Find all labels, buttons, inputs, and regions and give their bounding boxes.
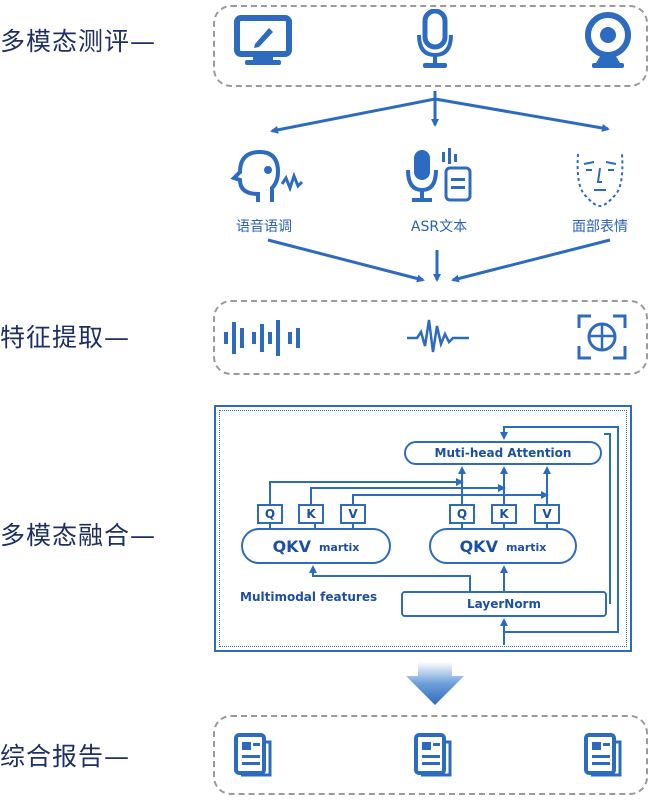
fusion-connectors xyxy=(269,426,619,645)
modality-label-face: 面部表情 xyxy=(572,219,628,235)
input-devices-box xyxy=(213,5,648,87)
waveform-icon xyxy=(407,319,469,353)
report-doc-icon xyxy=(234,733,272,777)
webcam-icon xyxy=(585,12,631,68)
multimodal-features-label: Multimodal features xyxy=(240,590,378,604)
face-scan-icon xyxy=(577,314,627,360)
fusion-panel-inner xyxy=(219,410,627,647)
face-outline-icon xyxy=(576,153,624,208)
report-doc-icon xyxy=(584,733,622,777)
mic-text-icon xyxy=(406,148,472,202)
q-box-right: Q xyxy=(449,504,475,524)
q-box-left: Q xyxy=(257,504,283,524)
big-down-arrow xyxy=(406,662,464,705)
stage-label-fusion: 多模态融合— xyxy=(0,521,157,550)
qkv-matrix-right: QKV martix xyxy=(429,528,577,564)
speaking-head-icon xyxy=(230,149,304,202)
attention-box: Muti-head Attention xyxy=(404,441,602,465)
qkv-matrix-main-label: QKV xyxy=(459,536,498,556)
stage-label-multimodal-eval: 多模态测评— xyxy=(0,27,157,56)
v-box-right: V xyxy=(534,504,560,524)
report-doc-icon xyxy=(414,733,452,777)
microphone-icon xyxy=(417,9,453,68)
v-box-left: V xyxy=(340,504,366,524)
merge-arrows xyxy=(267,238,611,283)
modality-label-voice: 语音语调 xyxy=(236,219,292,235)
modality-label-asr: ASR文本 xyxy=(410,219,468,235)
monitor-icon xyxy=(234,15,292,65)
k-box-left: K xyxy=(298,504,324,524)
features-box xyxy=(213,300,648,375)
qkv-matrix-sub-label: martix xyxy=(505,541,547,554)
stage-label-feature-extract: 特征提取— xyxy=(0,323,131,352)
qkv-matrix-main-label: QKV xyxy=(272,536,311,556)
audio-bars-icon xyxy=(224,320,300,356)
stage-label-report: 综合报告— xyxy=(0,742,131,771)
k-box-right: K xyxy=(491,504,517,524)
split-arrows xyxy=(270,91,610,134)
qkv-matrix-left: QKV martix xyxy=(241,528,391,564)
qkv-matrix-sub-label: martix xyxy=(318,541,360,554)
layernorm-box: LayerNorm xyxy=(401,591,607,617)
report-box xyxy=(213,715,648,795)
